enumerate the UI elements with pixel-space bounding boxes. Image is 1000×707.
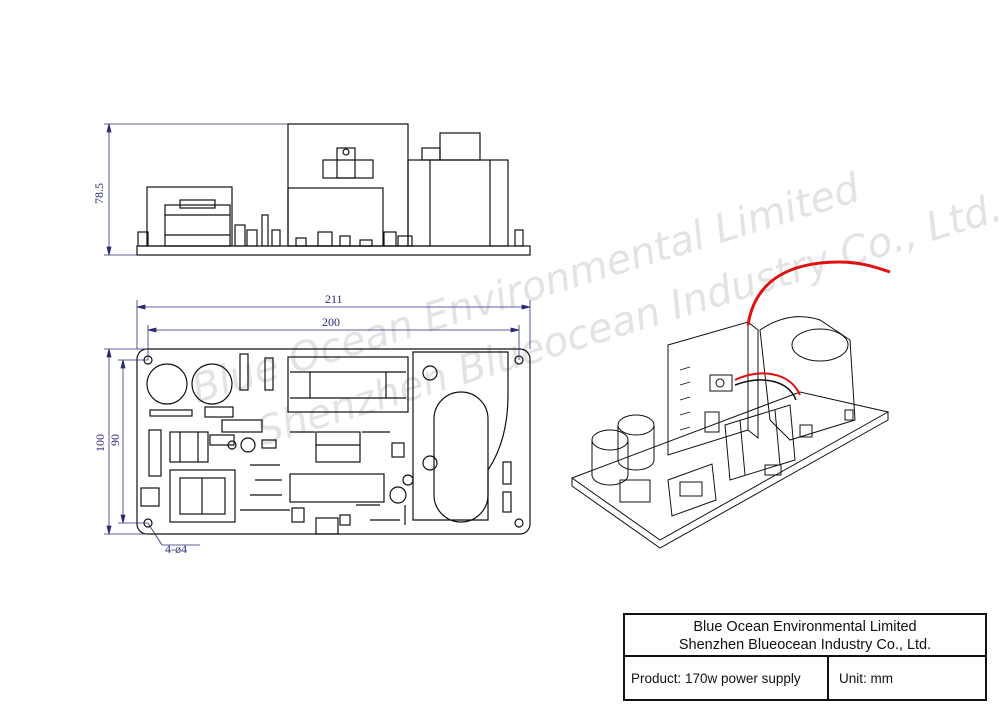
dim-height-label: 78.5 bbox=[92, 183, 106, 204]
isometric-view bbox=[570, 316, 890, 549]
top-transformer bbox=[287, 356, 409, 413]
iso-capacitor-2 bbox=[617, 414, 655, 436]
top-inductor-core bbox=[433, 391, 489, 523]
dim-width-outer-label: 100 bbox=[93, 434, 107, 452]
dim-holes-label: 4-ø4 bbox=[165, 542, 187, 556]
dim-length-inner-label: 200 bbox=[322, 315, 340, 329]
company-name-line1: Blue Ocean Environmental Limited bbox=[693, 619, 917, 635]
top-capacitor-1 bbox=[146, 363, 188, 405]
title-block-info-row: Product: 170w power supply Unit: mm bbox=[625, 657, 985, 699]
iso-heatsink bbox=[667, 321, 749, 456]
dim-height bbox=[104, 123, 288, 256]
top-view bbox=[136, 348, 531, 535]
company-name-line2: Shenzhen Blueocean Industry Co., Ltd. bbox=[678, 637, 932, 653]
dim-widths bbox=[104, 348, 200, 546]
side-transformer bbox=[164, 204, 231, 247]
side-transistor bbox=[322, 159, 374, 179]
watermark: Blue Ocean Environmental Limited Shenzhe… bbox=[186, 165, 1000, 455]
title-block: Blue Ocean Environmental Limited Shenzhe… bbox=[623, 613, 987, 701]
iso-transformer bbox=[724, 404, 796, 481]
side-heatsink bbox=[287, 123, 409, 247]
title-block-company: Blue Ocean Environmental Limited Shenzhe… bbox=[625, 615, 985, 657]
side-input-block bbox=[146, 186, 233, 247]
mount-hole-br bbox=[514, 518, 524, 528]
iso-capacitor-1 bbox=[591, 429, 629, 451]
iso-transistor bbox=[709, 374, 733, 392]
iso-black-lead bbox=[734, 379, 797, 401]
top-ic bbox=[289, 473, 385, 503]
top-resistors bbox=[240, 431, 406, 525]
dim-width-inner-label: 90 bbox=[108, 434, 122, 446]
product-cell: Product: 170w power supply bbox=[625, 657, 829, 699]
top-input-transformer bbox=[169, 469, 236, 523]
iso-inductor bbox=[759, 316, 856, 441]
unit-cell: Unit: mm bbox=[839, 671, 893, 686]
dim-lengths bbox=[136, 300, 531, 360]
side-view bbox=[136, 123, 531, 256]
dim-length-outer-label: 211 bbox=[325, 292, 343, 306]
top-capacitor-2 bbox=[191, 363, 233, 405]
iso-board bbox=[570, 391, 890, 541]
side-inductor bbox=[407, 159, 509, 247]
iso-input-transformer bbox=[667, 463, 717, 517]
iso-red-lead bbox=[734, 372, 801, 396]
iso-red-wire bbox=[746, 260, 891, 326]
side-board bbox=[136, 245, 531, 256]
